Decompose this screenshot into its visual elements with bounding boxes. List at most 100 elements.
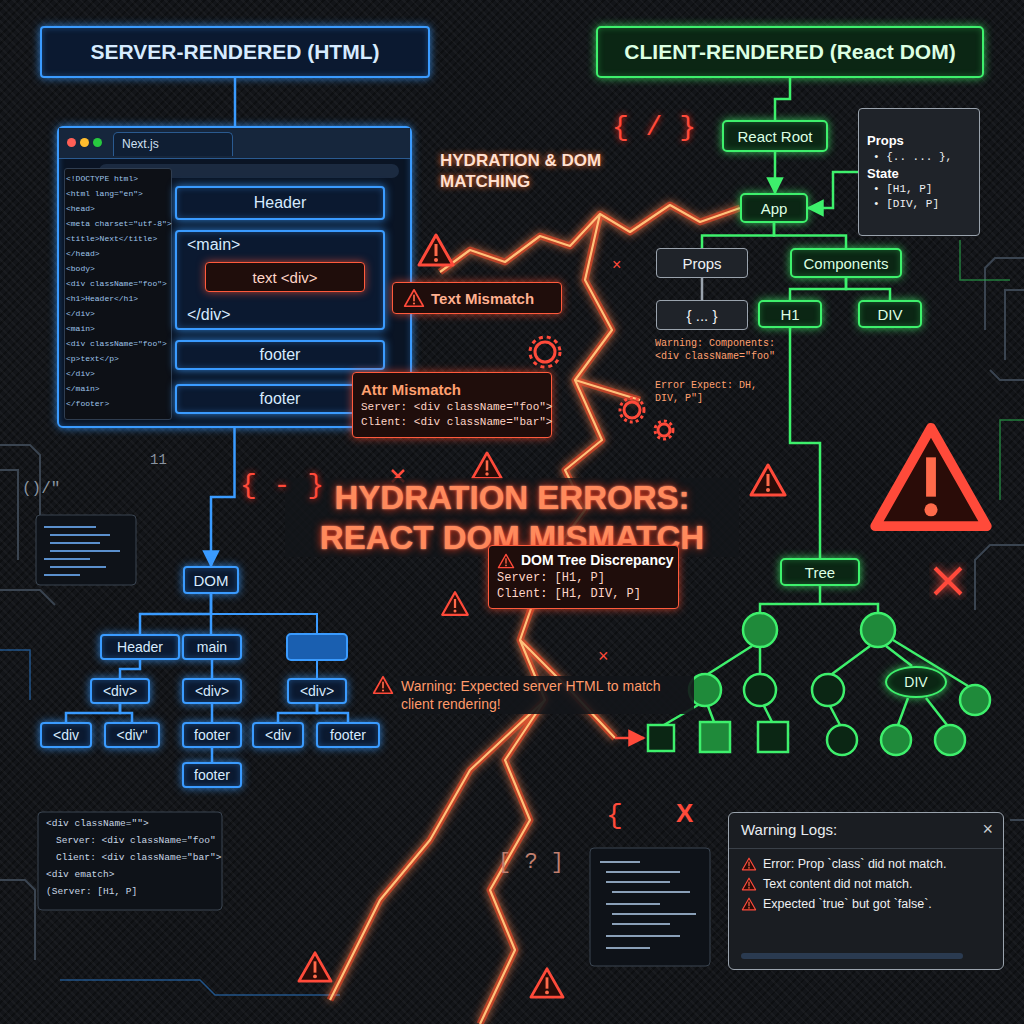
connector	[120, 704, 132, 722]
dom-node: Header	[100, 634, 180, 660]
box-line: • [H1, P]	[867, 182, 971, 197]
box-label: footer	[260, 346, 301, 364]
box-label: Tree	[805, 564, 835, 581]
box-label: DIV	[877, 306, 902, 323]
box-label: <div>	[195, 683, 229, 699]
code-line: <p>text</p>	[66, 354, 119, 363]
box-line: Server: <div className="foo">	[361, 400, 543, 415]
mismatch-box: text <div>	[205, 262, 365, 292]
html-box: Header	[175, 186, 385, 220]
code-line: <div ematch>	[46, 869, 114, 880]
code-line: <h1>Header</h1>	[66, 294, 138, 303]
warning-icon	[741, 897, 757, 911]
box-label: Components	[803, 255, 888, 272]
box-label: <div	[265, 727, 291, 743]
warning-icon	[497, 553, 515, 569]
code-line: <main>	[66, 324, 95, 333]
code-line: </footer>	[66, 399, 109, 408]
box-label: text <div>	[252, 269, 317, 286]
box-label: <main>	[187, 236, 240, 254]
html-box: <main></div>text <div>	[175, 230, 385, 330]
dom-node: <div	[252, 722, 304, 748]
cross-symbol: ×	[612, 256, 621, 274]
box-label: footer	[194, 727, 230, 743]
box-label: CLIENT-RENDERED (React DOM)	[624, 40, 955, 64]
box-line: • {.. ... },	[867, 150, 971, 165]
box-label: footer	[330, 727, 366, 743]
props-box: { ... }	[656, 300, 748, 330]
code-symbol: [ ? ]	[498, 850, 564, 875]
brace-symbol: { / }	[612, 112, 696, 143]
cross-symbol: ×	[598, 646, 609, 667]
component-box: Components	[790, 248, 902, 278]
code-symbol: ()/"	[22, 480, 60, 498]
connector	[210, 594, 213, 634]
close-button: ×	[982, 819, 993, 840]
html-box: footer	[175, 340, 385, 370]
component-box: React Root	[722, 120, 828, 152]
connector	[278, 704, 317, 722]
box-label: App	[761, 200, 788, 217]
box-heading: State	[867, 165, 971, 183]
box-line: Client: <div className="bar">	[361, 415, 543, 430]
box-heading: Attr Mismatch	[361, 380, 543, 400]
browser-tab: Next.js	[113, 132, 233, 156]
code-line: <head>	[66, 204, 95, 213]
box-heading: DOM Tree Discrepancy	[521, 551, 674, 570]
dom-node: <div>	[90, 678, 150, 704]
dom-node: main	[182, 634, 242, 660]
callout-box: Text Mismatch	[392, 282, 562, 314]
box-line: Client: [H1, DIV, P]	[497, 586, 670, 602]
box-label: Text Mismatch	[431, 290, 534, 307]
box-label: React Root	[737, 128, 812, 145]
connector	[846, 278, 890, 300]
warning-icon	[403, 288, 425, 308]
connector	[701, 278, 704, 300]
section-title: CLIENT-RENDERED (React DOM)	[596, 26, 984, 78]
component-box: H1	[758, 300, 822, 328]
state-panel: Props• {.. ... },State• [H1, P]• [DIV, P…	[858, 108, 980, 236]
box-label: DIV	[904, 674, 927, 690]
section-label: HYDRATION & DOM MATCHING	[440, 150, 610, 193]
component-box: DIV	[858, 300, 922, 328]
brace-symbol: {	[606, 800, 623, 831]
box-label: <div	[53, 727, 79, 743]
box-line: • [DIV, P]	[867, 197, 971, 212]
progress-bar	[741, 953, 963, 959]
dom-node: footer	[182, 722, 242, 748]
log-line: Error: Prop `class` did not match.	[763, 857, 946, 871]
code-line: <div className="">	[46, 818, 149, 829]
divider	[729, 848, 1003, 849]
box-heading: Props	[867, 132, 971, 150]
box-label: Props	[682, 255, 721, 272]
component-box: App	[740, 193, 808, 223]
warning-icon	[741, 857, 757, 871]
connector	[120, 660, 140, 678]
connector	[702, 223, 774, 248]
connector	[790, 328, 820, 558]
tab-title: Next.js	[122, 137, 224, 151]
code-line: <html lang="en">	[66, 189, 143, 198]
connector	[211, 748, 214, 762]
callout-box: DOM Tree DiscrepancyServer: [H1, P]Clien…	[488, 545, 679, 609]
box-label: SERVER-RENDERED (HTML)	[91, 40, 380, 64]
box-label: footer	[260, 390, 301, 408]
box-label: <div"	[116, 727, 147, 743]
tree-node: DIV	[885, 666, 947, 698]
box-label: H1	[780, 306, 799, 323]
box-label: <div>	[300, 683, 334, 699]
box-label: main	[197, 639, 227, 655]
code-line: <!DOCTYPE html>	[66, 174, 138, 183]
dom-node: <div"	[104, 722, 160, 748]
connector	[774, 223, 846, 248]
box-line: Server: [H1, P]	[497, 570, 670, 586]
connector	[66, 704, 120, 722]
dom-node: <div>	[182, 678, 242, 704]
warning-text: Error Expect: DH, DIV, P"]	[655, 380, 777, 405]
log-line: Expected `true` but got `false`.	[763, 897, 932, 911]
log-row: Text content did not match.	[741, 877, 991, 891]
connector	[211, 704, 214, 722]
connector	[211, 660, 214, 678]
window-dot	[80, 138, 89, 147]
